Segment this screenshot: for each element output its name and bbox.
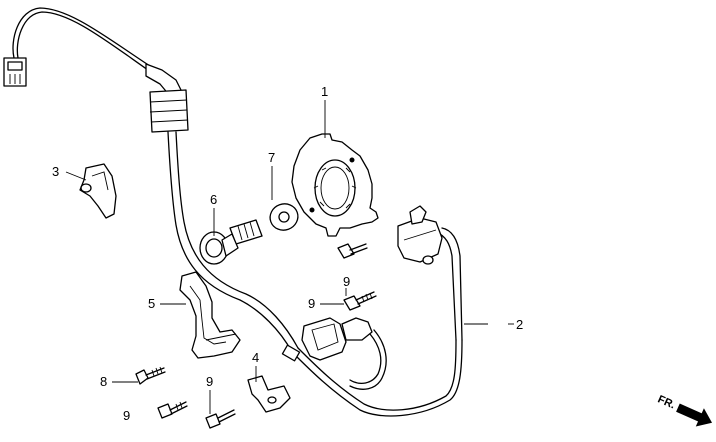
small-bracket bbox=[247, 375, 291, 413]
pulser-rotor-plate bbox=[291, 133, 379, 237]
fr-label: FR. bbox=[656, 393, 677, 411]
callout-9-upper: 9 bbox=[343, 274, 350, 289]
bracket-cover bbox=[79, 163, 117, 219]
arrow-icon bbox=[676, 403, 713, 427]
bolt-9-lower bbox=[205, 409, 236, 429]
leader-lines bbox=[65, 100, 514, 414]
callout-8: 8 bbox=[100, 374, 107, 389]
callout-5: 5 bbox=[148, 296, 155, 311]
callout-9-center: 9 bbox=[308, 296, 315, 311]
washer bbox=[269, 203, 299, 231]
wire-harness bbox=[12, 7, 463, 417]
callout-labels: 1 7 6 3 5 9 9 4 8 9 9 2 bbox=[52, 84, 523, 423]
cable-stay-bracket bbox=[179, 271, 241, 359]
callout-9-lower: 9 bbox=[206, 374, 213, 389]
callout-2: 2 bbox=[516, 317, 523, 332]
bolt-9-lower-left bbox=[157, 401, 188, 419]
bolt-9-center bbox=[343, 291, 377, 311]
pulser-sensor bbox=[397, 205, 443, 265]
callout-9-bottom-left: 9 bbox=[123, 408, 130, 423]
callout-4: 4 bbox=[252, 350, 259, 365]
callout-6: 6 bbox=[210, 192, 217, 207]
pulser-generator bbox=[301, 317, 387, 390]
front-direction-indicator: FR. bbox=[656, 393, 713, 427]
callout-3: 3 bbox=[52, 164, 59, 179]
bolt-8 bbox=[135, 366, 166, 385]
bolt-9-upper bbox=[337, 243, 368, 259]
callout-1: 1 bbox=[321, 84, 328, 99]
flange-bolt bbox=[199, 219, 263, 265]
wire-connector bbox=[3, 57, 27, 87]
callout-7: 7 bbox=[268, 150, 275, 165]
